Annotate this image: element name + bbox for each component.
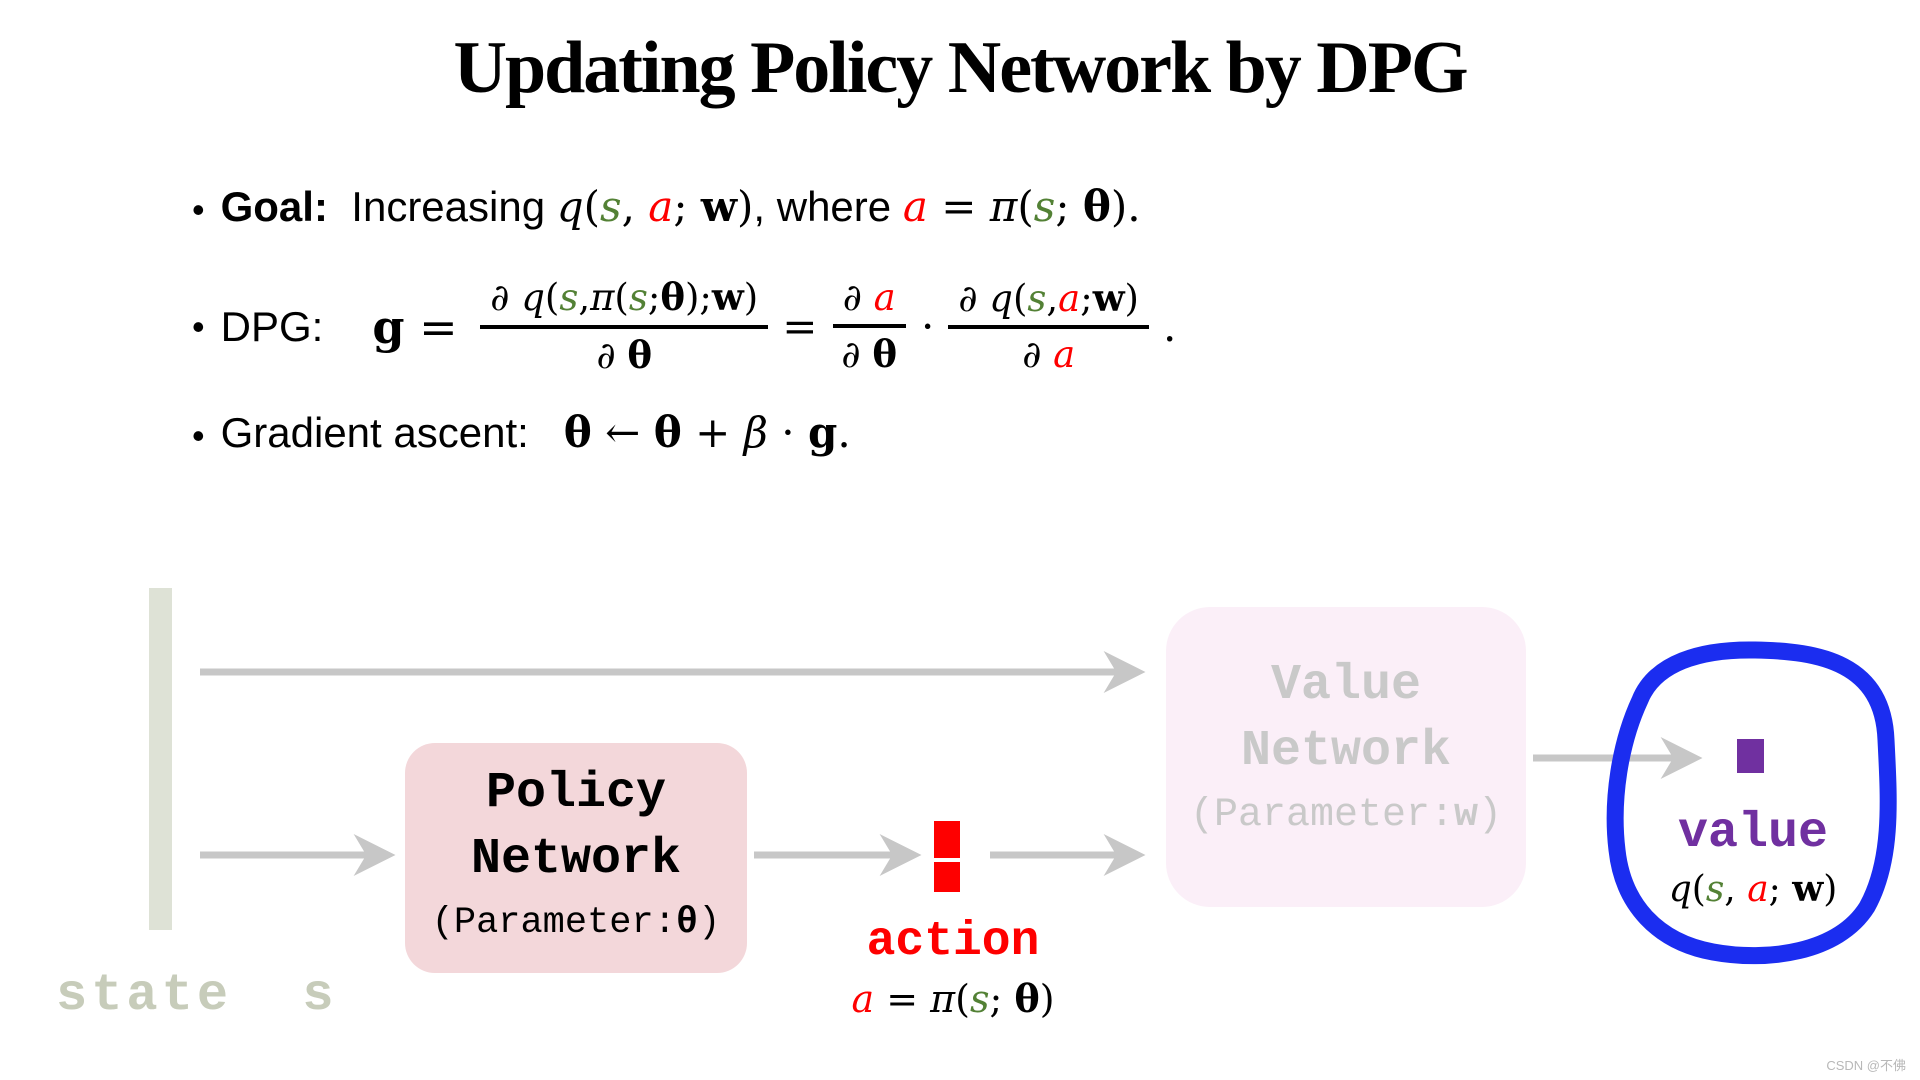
value-network-title-line2: Network	[1240, 723, 1452, 780]
value-network-parameter: (Parameter:w)	[1189, 793, 1503, 838]
value-network-title-line1: Value	[1270, 657, 1422, 714]
fraction-2-denominator: ∂ θ	[841, 332, 897, 377]
equals-sign: =	[782, 302, 818, 352]
fraction-1-numerator: ∂ q(s,π(s;θ);w)	[480, 276, 769, 329]
fraction-2-numerator: ∂ a	[832, 276, 906, 329]
bullet-dot: •	[192, 305, 205, 347]
goal-text: Goal: Increasing q(s, a; w), where a = π…	[220, 182, 1141, 231]
bullet-dot: •	[192, 414, 205, 456]
state-label: state s	[56, 966, 338, 1025]
gradient-ascent-text: Gradient ascent: θ ← θ + β · g.	[220, 408, 851, 457]
policy-network-title-line2: Network	[470, 831, 682, 888]
action-dash-top	[934, 821, 960, 858]
action-formula: a = π(s; θ)	[851, 976, 1055, 1021]
period: .	[1162, 302, 1177, 352]
page-title: Updating Policy Network by DPG	[453, 27, 1469, 109]
value-formula: q(s, a; w)	[1668, 868, 1838, 910]
policy-network-parameter: (Parameter:θ)	[431, 902, 721, 944]
dpg-label: DPG:	[220, 302, 359, 350]
fraction-3-denominator: ∂ a	[1022, 333, 1076, 377]
watermark: CSDN @不佛	[1826, 1058, 1906, 1073]
value-network-box: Value Network (Parameter:w)	[1166, 607, 1526, 907]
action-dash-bottom	[934, 862, 960, 892]
value-group: value q(s, a; w)	[1628, 805, 1878, 911]
state-bar	[149, 588, 172, 930]
fraction-1: ∂ q(s,π(s;θ);w) ∂ θ	[480, 276, 769, 377]
value-square	[1737, 739, 1764, 773]
bullet-dpg: • DPG: g = ∂ q(s,π(s;θ);w) ∂ θ = ∂ a ∂ θ…	[192, 276, 1182, 377]
bullet-goal: • Goal: Increasing q(s, a; w), where a =…	[192, 182, 1141, 231]
policy-network-box: Policy Network (Parameter:θ)	[405, 743, 747, 973]
multiplication-dot: ·	[921, 302, 935, 352]
g-equals: g =	[372, 299, 473, 354]
dpg-formula: g = ∂ q(s,π(s;θ);w) ∂ θ = ∂ a ∂ θ · ∂ q(…	[358, 276, 1182, 377]
fraction-3-numerator: ∂ q(s,a;w)	[948, 276, 1149, 330]
policy-network-title-line1: Policy	[485, 765, 667, 822]
fraction-1-denominator: ∂ θ	[596, 332, 653, 377]
action-label: action	[866, 915, 1040, 969]
action-group: action a = π(s; θ)	[838, 916, 1068, 1022]
value-label: value	[1677, 805, 1829, 862]
fraction-2: ∂ a ∂ θ	[831, 276, 907, 377]
bullet-gradient-ascent: • Gradient ascent: θ ← θ + β · g.	[192, 408, 851, 457]
fraction-3: ∂ q(s,a;w) ∂ a	[948, 276, 1149, 377]
bullet-dot: •	[192, 188, 205, 230]
